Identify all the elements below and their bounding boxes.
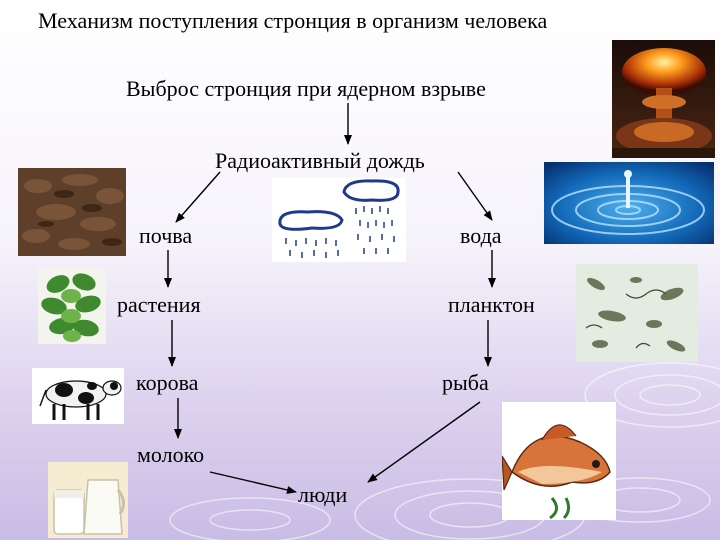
cow-image [32,368,124,424]
soil-image [18,168,126,256]
milk-image [48,462,128,538]
node-cow: корова [136,370,199,395]
arrow-fish-people [367,401,481,483]
rain-clouds-image [272,178,406,262]
source-label: Выброс стронция при ядерном взрыве [126,76,486,101]
page-title: Механизм поступления стронция в организм… [38,8,548,33]
node-plankton: планктон [448,292,535,317]
node-fish: рыба [442,370,489,395]
node-milk: молоко [137,442,205,467]
node-soil: почва [139,223,193,248]
arrow-milk-people [209,471,297,494]
node-water: вода [460,223,502,248]
node-people: люди [298,482,348,507]
node-plants: растения [117,292,201,317]
plankton-image [576,264,698,362]
rain-label: Радиоактивный дождь [215,148,425,173]
fish-image [502,402,616,520]
arrow-rain-soil [175,171,221,223]
plant-image [38,268,106,344]
arrow-rain-water [457,171,493,221]
water-drop-image [544,162,714,244]
nuclear-explosion-image [612,40,715,158]
